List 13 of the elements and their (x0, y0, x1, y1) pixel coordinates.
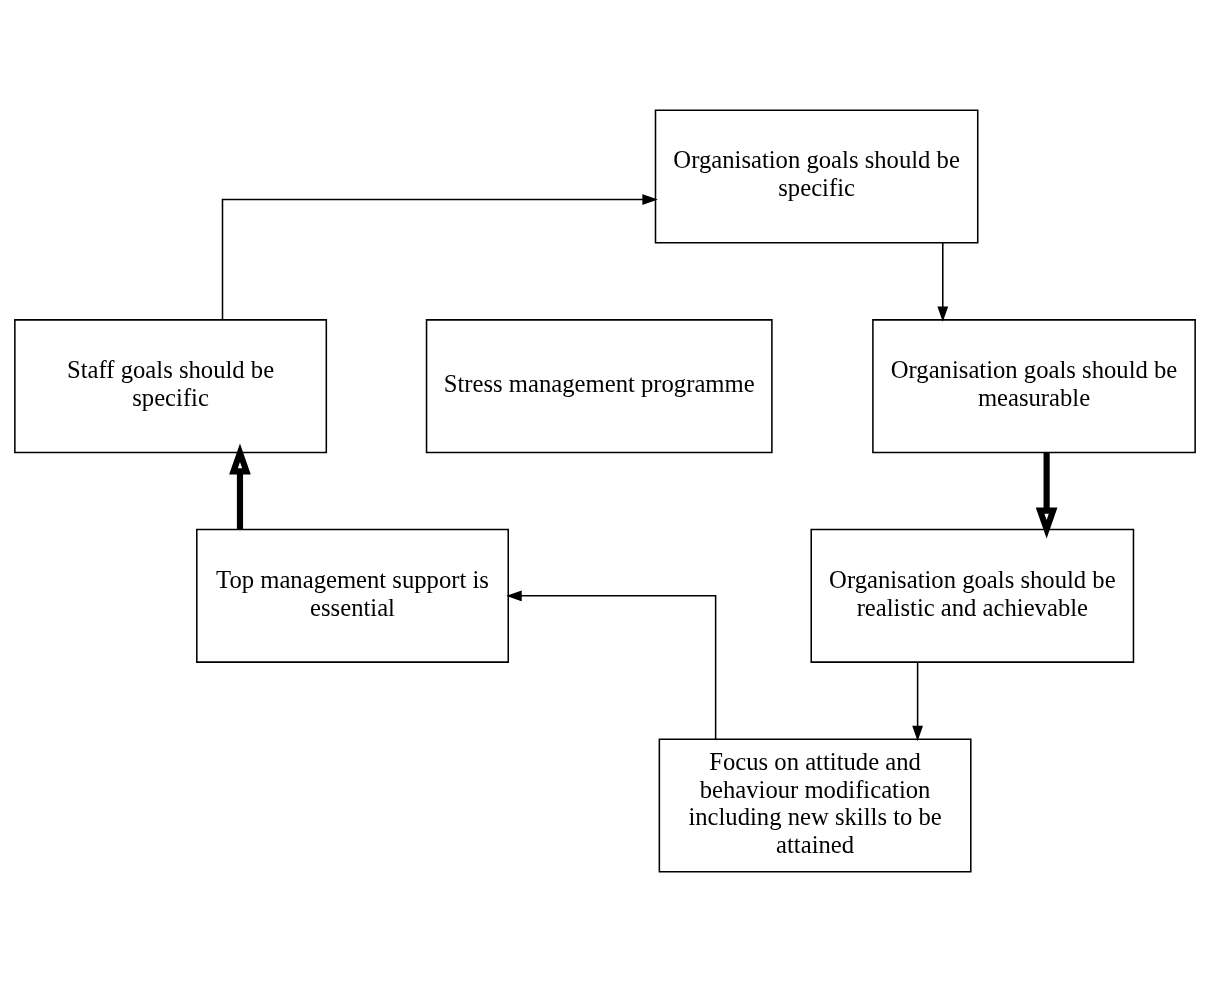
node-box: Staff goals should be specific (14, 318, 328, 453)
arrow (221, 193, 658, 321)
node-box: Organisation goals should be realistic and achievable (810, 528, 1135, 663)
arrow (506, 589, 717, 740)
arrow (912, 660, 923, 741)
node-box: Organisation goals should be specific (654, 108, 979, 244)
node-box: Stress management programme (425, 318, 773, 453)
node-box: Organisation goals should be measurable (872, 318, 1196, 453)
node-box: Focus on attitude and behaviour modification including new skills to be attained (658, 737, 972, 873)
arrow (1035, 452, 1058, 539)
arrow (937, 241, 949, 322)
arrow (229, 442, 251, 529)
node-box: Top management support is essential (196, 528, 509, 663)
